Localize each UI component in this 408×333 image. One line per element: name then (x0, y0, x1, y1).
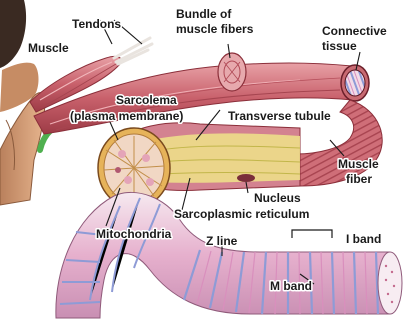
label-i-band: I band (346, 232, 381, 246)
label-sarcoplasmic-reticulum: Sarcoplasmic reticulum (174, 207, 309, 221)
label-connective-line2: tissue (322, 39, 357, 53)
i-band-bracket (292, 230, 332, 238)
label-muscle-fiber-line2: fiber (346, 172, 372, 186)
label-m-band: M band (270, 279, 312, 293)
label-tendons: Tendons (72, 17, 121, 31)
label-sarcolema-line2: (plasma membrane) (70, 109, 183, 123)
label-muscle: Muscle (28, 41, 69, 55)
label-bundle-line2: muscle fibers (176, 22, 254, 36)
label-mitochondria: Mitochondria (96, 227, 172, 241)
label-z-line: Z line (206, 234, 238, 248)
label-connective-line1: Connective (322, 24, 387, 38)
label-bundle-line1: Bundle of (176, 7, 232, 21)
nucleus-shape (237, 174, 255, 182)
fiber-bundle-cross-section (218, 53, 246, 91)
label-muscle-fiber-line1: Muscle (338, 157, 379, 171)
label-sarcolema-line1: Sarcolema (116, 93, 177, 107)
connective-tissue-end (341, 65, 369, 101)
label-nucleus: Nucleus (254, 191, 301, 205)
label-transverse-tubule: Transverse tubule (228, 109, 331, 123)
